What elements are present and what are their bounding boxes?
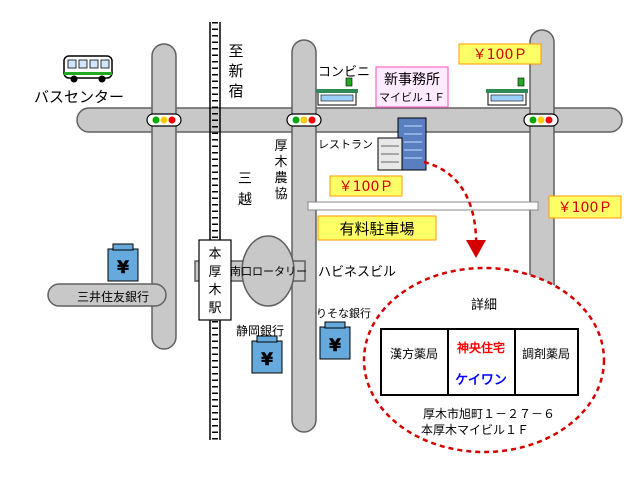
office-title: 新事務所: [384, 72, 440, 88]
office-label-box: [375, 66, 449, 108]
address-line-1: 厚木市旭町１－２７－６: [423, 406, 555, 421]
parking-price-right: ￥100Ｐ: [558, 200, 613, 216]
parking-price-top: ￥100Ｐ: [473, 47, 528, 63]
company-name: 神央住宅: [457, 340, 505, 355]
station-name-char: 木: [208, 283, 221, 298]
nokyo-char: 協: [274, 187, 287, 202]
svg-text:¥: ¥: [261, 350, 273, 370]
bank-side-road: [47, 283, 167, 307]
office-subtitle: マイビル１Ｆ: [379, 91, 445, 104]
nokyo-char: 木: [274, 155, 287, 170]
convenience-store-icon: [316, 77, 358, 106]
station-name-char: 厚: [208, 265, 221, 280]
parking-price-middle: ￥100Ｐ: [339, 179, 394, 195]
station-name-char: 本: [208, 247, 221, 262]
side-street: [307, 201, 539, 211]
resona-bank-label: りそな銀行: [316, 306, 371, 320]
address-line-2: 本厚木マイビル１Ｆ: [421, 423, 529, 437]
bank-icon: ¥: [319, 321, 351, 360]
shizuoka-bank-label: 静岡銀行: [236, 324, 284, 338]
bank-icon: ¥: [107, 243, 139, 282]
traffic-light-icon: [146, 113, 182, 127]
bank-icon: ¥: [251, 335, 283, 374]
parking-price-badge: [548, 195, 622, 219]
habinesu-building-label: ハビネスビル: [318, 265, 396, 280]
svg-text:¥: ¥: [329, 336, 341, 356]
detail-callout: 詳細 漢方薬局 神央住宅 ケイワン 調剤薬局 厚木市旭町１－２７－６ 本厚木マイ…: [362, 160, 606, 454]
to-shinjuku-char: 至: [228, 42, 243, 60]
convenience-store-label: コンビニ: [318, 65, 370, 80]
south-rotary: [241, 235, 295, 307]
convenience-store-icon: [486, 77, 528, 106]
detail-pointer-line: [423, 160, 478, 253]
south-rotary-label: 南口ロータリー: [230, 265, 307, 278]
traffic-light-icon: [523, 113, 559, 127]
mitsukoshi-char: 三: [238, 171, 252, 187]
svg-text:¥: ¥: [117, 258, 129, 278]
parking-price-badge: [458, 43, 542, 65]
company-brand: ケイワン: [455, 373, 507, 388]
mitsukoshi-char: 越: [238, 192, 252, 208]
nokyo-char: 厚: [274, 139, 287, 154]
bus-center-label: バスセンター: [34, 88, 124, 106]
paid-parking-label: 有料駐車場: [339, 220, 414, 238]
detail-arrow-icon: [466, 240, 486, 258]
shop-row: [380, 328, 579, 396]
bus-icon: [63, 55, 113, 83]
railway-track-icon: [209, 22, 221, 440]
parking-price-badge: [329, 175, 403, 197]
detail-title: 詳細: [471, 297, 497, 313]
nokyo-char: 農: [274, 171, 287, 186]
kampo-pharmacy-label: 漢方薬局: [390, 346, 438, 361]
station-box: [198, 239, 232, 321]
central-road: [291, 39, 317, 433]
to-shinjuku-char: 新: [228, 62, 243, 80]
to-shinjuku-char: 宿: [228, 82, 243, 100]
traffic-light-icon: [286, 113, 322, 127]
office-building-icon: [377, 117, 427, 171]
paid-parking-badge: [317, 215, 437, 241]
station-name-char: 駅: [208, 301, 221, 316]
dispensing-pharmacy-label: 調剤薬局: [522, 346, 570, 361]
restaurant-label: レストラン: [318, 138, 373, 151]
smbc-bank-label: 三井住友銀行: [77, 290, 149, 304]
